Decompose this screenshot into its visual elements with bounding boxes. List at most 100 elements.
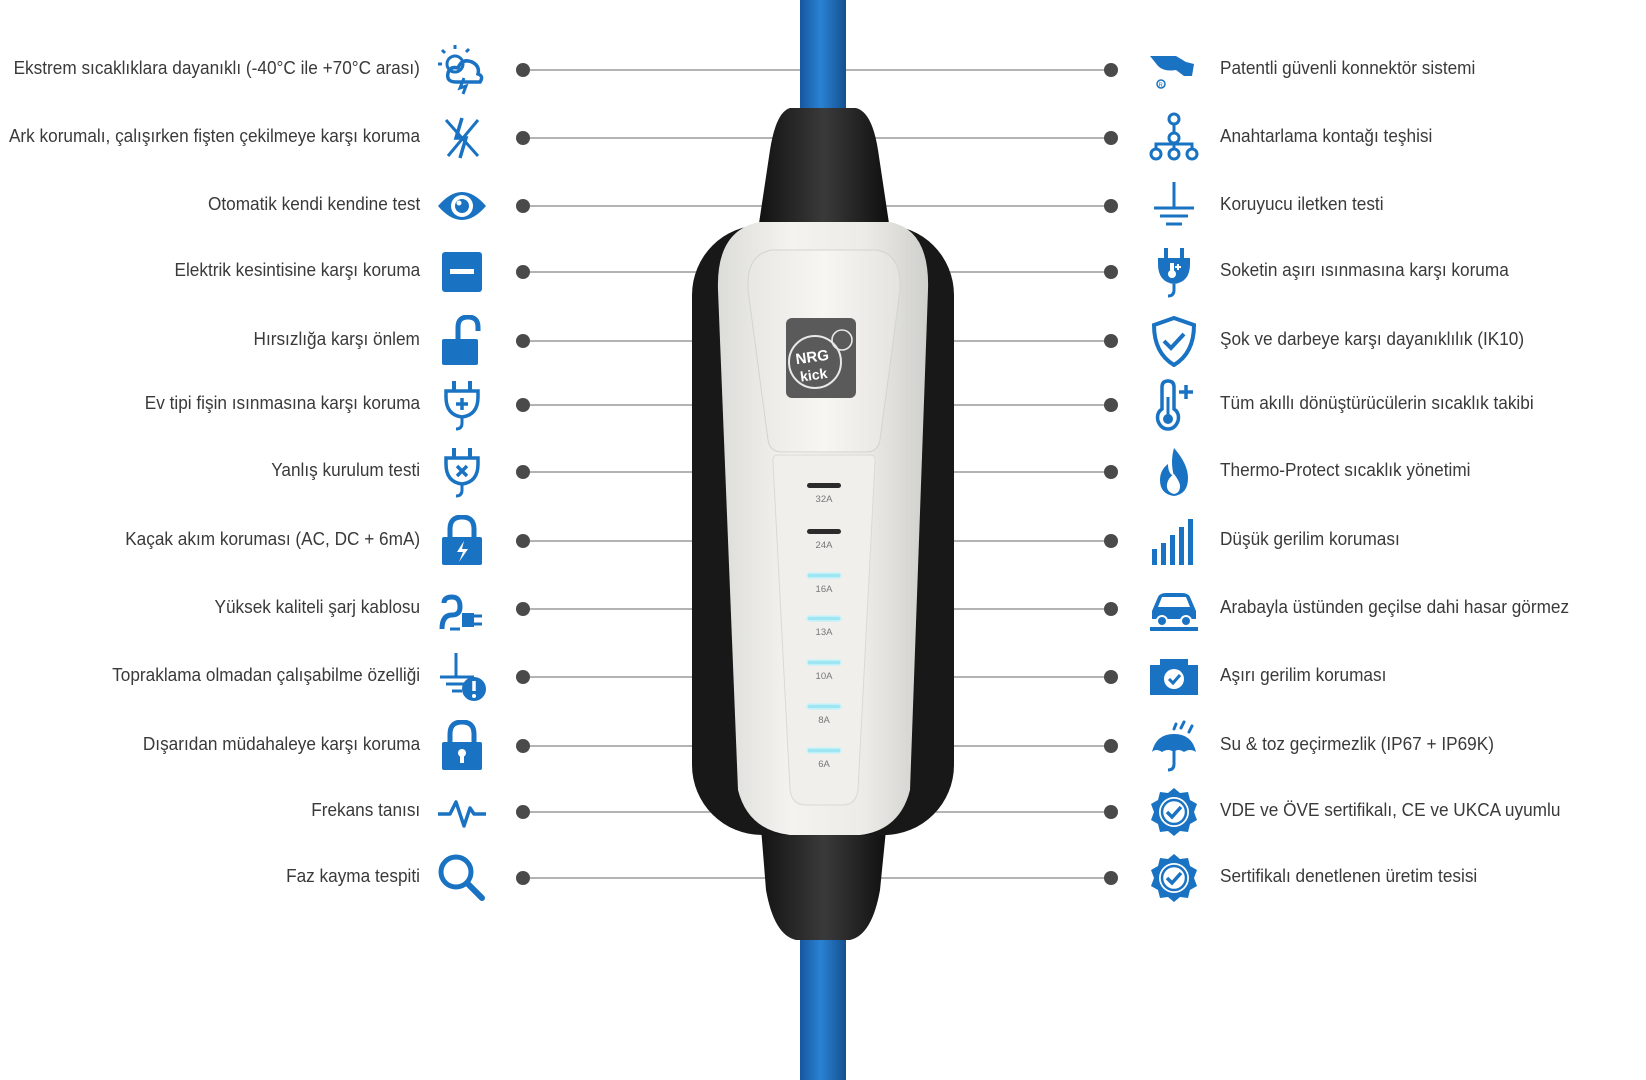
shield-check-icon <box>1148 315 1200 367</box>
right-feature-label: Thermo-Protect sıcaklık yönetimi <box>1220 459 1471 480</box>
left-feature-label: Hırsızlığa karşı önlem <box>253 328 420 349</box>
level-led <box>806 747 842 754</box>
right-feature-label: Patentli güvenli konnektör sistemi <box>1220 57 1476 78</box>
svg-text:R: R <box>1159 83 1164 89</box>
level-label: 8A <box>818 715 830 726</box>
left-feature-label: Yanlış kurulum testi <box>271 459 420 480</box>
right-connector-dot <box>1104 805 1118 819</box>
switch-tree-icon <box>1148 112 1200 164</box>
left-connector-dot <box>516 131 530 145</box>
right-feature-label: Koruyucu iletken testi <box>1220 193 1384 214</box>
weather-storm-icon <box>436 44 488 96</box>
left-connector-dot <box>516 265 530 279</box>
padlock-bolt-icon <box>436 515 488 567</box>
led-panel <box>772 454 876 806</box>
right-feature-label: Su & toz geçirmezlik (IP67 + IP69K) <box>1220 733 1494 754</box>
minus-box-icon <box>436 246 488 298</box>
right-connector-dot <box>1104 534 1118 548</box>
left-feature-label: Ark korumalı, çalışırken fişten çekilmey… <box>8 125 420 146</box>
connector-icon: R <box>1148 44 1200 96</box>
overvoltage-box-icon <box>1148 651 1200 703</box>
right-connector-dot <box>1104 131 1118 145</box>
level-led <box>807 483 841 488</box>
right-connector-dot <box>1104 199 1118 213</box>
left-connector-dot <box>516 398 530 412</box>
left-feature-label: Faz kayma tespiti <box>286 865 420 886</box>
level-label: 10A <box>816 671 834 682</box>
eye-icon <box>436 180 488 232</box>
level-label: 24A <box>816 540 834 551</box>
certified-badge-icon <box>1148 852 1200 904</box>
level-led <box>806 572 842 579</box>
right-connector-dot <box>1104 465 1118 479</box>
left-connector-dot <box>516 739 530 753</box>
right-feature-label: Düşük gerilim koruması <box>1220 528 1400 549</box>
right-feature-label: Aşırı gerilim koruması <box>1220 664 1387 685</box>
left-connector-dot <box>516 199 530 213</box>
plug-cross-icon <box>436 446 488 498</box>
left-connector-dot <box>516 63 530 77</box>
left-feature-label: Yüksek kaliteli şarj kablosu <box>214 596 420 617</box>
right-feature-label: Tüm akıllı dönüştürücülerin sıcaklık tak… <box>1220 392 1534 413</box>
level-led <box>806 659 842 666</box>
certified-badge-icon <box>1148 786 1200 838</box>
plug-thermometer-icon <box>1148 246 1200 298</box>
logo-text-line1: NRG <box>795 347 830 368</box>
left-connector-dot <box>516 465 530 479</box>
ground-symbol-icon <box>1148 180 1200 232</box>
right-connector-dot <box>1104 602 1118 616</box>
level-led <box>807 529 841 534</box>
current-level-indicators: 32A 24A 16A 13A 10A 8A 6A <box>806 483 842 770</box>
right-connector-dot <box>1104 265 1118 279</box>
right-feature-label: Anahtarlama kontağı teşhisi <box>1220 125 1433 146</box>
level-led <box>806 615 842 622</box>
strain-relief-top <box>758 108 890 230</box>
left-feature-label: Dışarıdan müdahaleye karşı koruma <box>142 733 420 754</box>
right-connector-dot <box>1104 63 1118 77</box>
plug-plus-icon <box>436 379 488 431</box>
level-label: 16A <box>816 584 834 595</box>
right-feature-label: Arabayla üstünden geçilse dahi hasar gör… <box>1220 596 1570 617</box>
right-feature-label: Sertifikalı denetlenen üretim tesisi <box>1220 865 1478 886</box>
left-feature-label: Ekstrem sıcaklıklara dayanıklı (-40°C il… <box>13 57 420 78</box>
left-feature-label: Topraklama olmadan çalışabilme özelliği <box>112 664 420 685</box>
left-feature-label: Otomatik kendi kendine test <box>207 193 420 214</box>
right-connector-dot <box>1104 334 1118 348</box>
level-label: 32A <box>816 494 834 505</box>
level-label: 13A <box>816 627 834 638</box>
left-connector-dot <box>516 871 530 885</box>
left-connector-dot <box>516 670 530 684</box>
right-feature-label: Soketin aşırı ısınmasına karşı koruma <box>1220 259 1509 280</box>
right-connector-dot <box>1104 398 1118 412</box>
left-feature-label: Frekans tanısı <box>310 799 420 820</box>
umbrella-rain-icon <box>1148 720 1200 772</box>
padlock-icon <box>436 720 488 772</box>
left-connector-dot <box>516 805 530 819</box>
left-connector-dot <box>516 334 530 348</box>
left-connector-dot <box>516 534 530 548</box>
right-connector-dot <box>1104 670 1118 684</box>
right-connector-dot <box>1104 871 1118 885</box>
logo-ring <box>788 335 842 389</box>
level-label: 6A <box>818 759 830 770</box>
ground-warning-icon <box>436 651 488 703</box>
right-feature-label: VDE ve ÖVE sertifikalı, CE ve UKCA uyuml… <box>1220 799 1561 820</box>
left-feature-label: Ev tipi fişin ısınmasına karşı koruma <box>144 392 420 413</box>
cable-plug-icon <box>436 583 488 635</box>
logo-text-line2: kick <box>799 365 828 385</box>
left-feature-label: Elektrik kesintisine karşı koruma <box>174 259 420 280</box>
magnifier-icon <box>436 852 488 904</box>
right-feature-label: Şok ve darbeye karşı dayanıklılık (IK10) <box>1220 328 1525 349</box>
bar-levels-icon <box>1148 515 1200 567</box>
thermometer-plus-icon <box>1148 379 1200 431</box>
left-connector-dot <box>516 602 530 616</box>
level-led <box>806 703 842 710</box>
flame-icon <box>1148 446 1200 498</box>
left-feature-label: Kaçak akım koruması (AC, DC + 6mA) <box>125 528 420 549</box>
cable-bottom <box>800 930 846 1080</box>
car-over-icon <box>1148 583 1200 635</box>
arc-spark-icon <box>436 112 488 164</box>
